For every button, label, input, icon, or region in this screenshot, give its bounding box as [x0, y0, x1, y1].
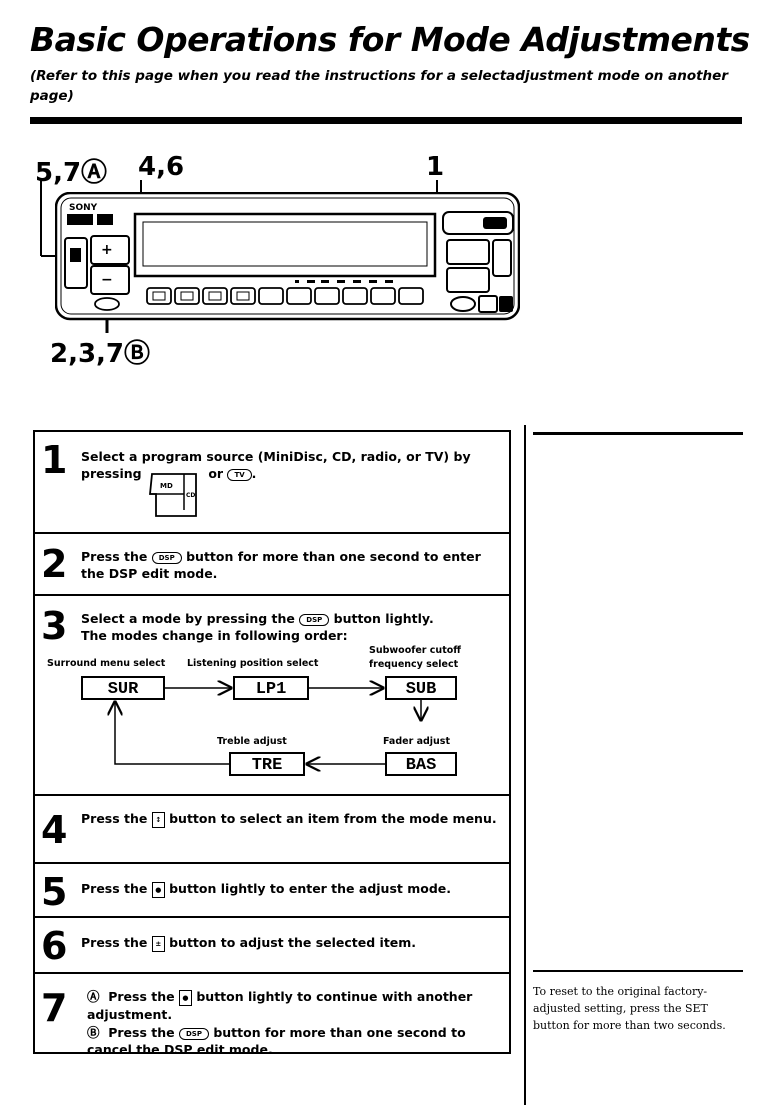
step-7a-text: Ⓐ Press the ● button lightly to continue…: [87, 989, 473, 1022]
callout-4-6: 4,6: [138, 152, 185, 182]
select-key-icon: ●: [151, 881, 165, 898]
step-text: Press the ± button to adjust the selecte…: [81, 935, 417, 952]
dsp-key-icon: DSP: [299, 613, 330, 626]
source-key-icon: MD CD: [146, 468, 204, 517]
mode-box-bas: BAS: [385, 752, 457, 776]
step-5: 5 Press the ● button lightly to enter th…: [35, 862, 509, 916]
step-7: 7 Ⓐ Press the ● button lightly to contin…: [35, 972, 509, 1057]
select-key-icon: ●: [178, 989, 192, 1006]
step-6: 6 Press the ± button to adjust the selec…: [35, 916, 509, 972]
dsp-key-icon: DSP: [151, 551, 182, 564]
step-number: 2: [41, 542, 68, 586]
car-stereo-front-panel: SONY + −: [55, 192, 520, 321]
step-number: 5: [41, 870, 68, 914]
step-number: 6: [41, 924, 68, 968]
title-rule: [30, 117, 742, 124]
callout-2-3-7b: 2,3,7Ⓑ: [50, 339, 151, 369]
page-title: Basic Operations for Mode Adjustments: [30, 20, 750, 59]
step-text: Press the ↕ button to select an item fro…: [81, 811, 497, 828]
mode-flow-arrows: [35, 596, 511, 796]
tv-key-icon: TV: [227, 468, 252, 481]
step-4: 4 Press the ↕ button to select an item f…: [35, 794, 509, 862]
right-column-top-rule: [533, 432, 743, 435]
adjust-key-icon: ±: [151, 935, 165, 952]
right-column-note-rule: [533, 970, 743, 972]
step-number: 1: [41, 438, 68, 482]
step-number: 4: [41, 808, 68, 852]
label-subwoofer: Subwoofer cutoff frequency select: [369, 645, 461, 670]
step-number: 7: [41, 986, 68, 1030]
mode-box-sub: SUB: [385, 676, 457, 700]
svg-text:+: +: [101, 242, 113, 258]
mode-box-tre: TRE: [229, 752, 305, 776]
brand-logo: SONY: [69, 203, 98, 213]
step-number: 3: [41, 604, 68, 648]
label-listening: Listening position select: [187, 658, 319, 669]
step-7b-text: Ⓑ Press the DSP button for more than one…: [87, 1025, 466, 1057]
step-text: Select a mode by pressing the DSP button…: [81, 611, 434, 643]
callout-1: 1: [426, 152, 445, 182]
steps-box: 1 Select a program source (MiniDisc, CD,…: [33, 430, 511, 1057]
reset-note: To reset to the original factory-adjuste…: [533, 985, 726, 1032]
step-3: 3 Select a mode by pressing the DSP butt…: [35, 594, 509, 794]
dsp-key-icon: DSP: [178, 1027, 209, 1040]
label-fader: Fader adjust: [383, 736, 451, 747]
step-text: Press the DSP button for more than one s…: [81, 549, 481, 581]
svg-text:−: −: [101, 272, 113, 288]
mode-box-sur: SUR: [81, 676, 165, 700]
svg-text:MD: MD: [160, 482, 173, 490]
label-surround: Surround menu select: [47, 658, 166, 669]
label-treble: Treble adjust: [217, 736, 287, 747]
step-text: Select a program source (MiniDisc, CD, r…: [81, 448, 501, 517]
step-2: 2 Press the DSP button for more than one…: [35, 532, 509, 594]
svg-text:CD: CD: [186, 492, 195, 499]
mode-box-lp1: LP1: [233, 676, 309, 700]
callout-5-7a: 5,7Ⓐ: [35, 158, 108, 188]
updown-key-icon: ↕: [151, 811, 165, 828]
column-divider: [524, 425, 526, 1105]
step-1: 1 Select a program source (MiniDisc, CD,…: [35, 432, 509, 532]
page-subtitle: (Refer to this page when you read the in…: [30, 68, 728, 104]
step-text: Press the ● button lightly to enter the …: [81, 881, 452, 898]
